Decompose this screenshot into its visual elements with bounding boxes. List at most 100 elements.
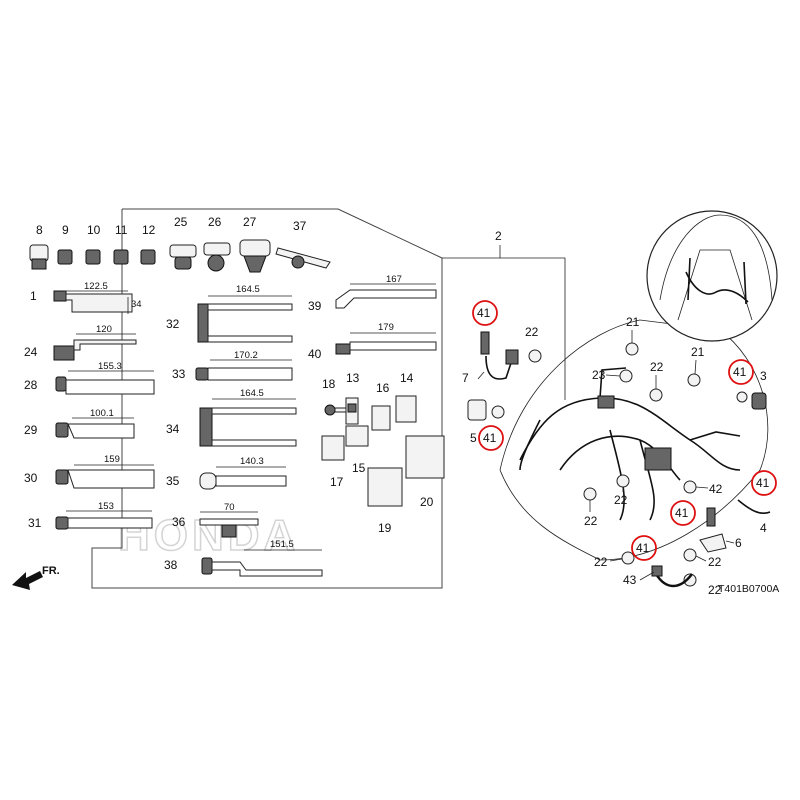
callout-1: 1 bbox=[30, 289, 37, 303]
callout-14: 14 bbox=[400, 371, 414, 385]
clip-9 bbox=[57, 249, 73, 265]
highlight-41-b: 41 bbox=[478, 425, 504, 451]
callout-41-b: 41 bbox=[483, 431, 497, 445]
callout-20: 20 bbox=[420, 495, 434, 509]
callout-30: 30 bbox=[24, 471, 38, 485]
callout-2: 2 bbox=[495, 229, 502, 243]
callout-41-a: 41 bbox=[477, 306, 491, 320]
callout-21-b: 21 bbox=[691, 345, 705, 359]
band-clip-28 bbox=[55, 370, 155, 395]
bolt-21-b bbox=[687, 373, 701, 387]
callout-22-b: 22 bbox=[650, 360, 664, 374]
main-harness bbox=[519, 367, 741, 521]
bolt-22-g bbox=[683, 573, 697, 587]
band-clip-35 bbox=[199, 466, 287, 490]
callout-11: 11 bbox=[115, 223, 128, 237]
callout-12: 12 bbox=[142, 223, 156, 237]
callout-27: 27 bbox=[243, 215, 257, 229]
dim-28: 155.3 bbox=[98, 361, 122, 372]
callout-25: 25 bbox=[174, 215, 188, 229]
bracket-6 bbox=[699, 533, 727, 553]
bolt-22-e bbox=[621, 551, 635, 565]
dim-34: 164.5 bbox=[240, 388, 264, 399]
callout-32: 32 bbox=[166, 317, 180, 331]
callout-15: 15 bbox=[352, 461, 366, 475]
dim-1-height: 34 bbox=[131, 299, 142, 310]
bolt-22-d bbox=[616, 474, 630, 488]
callout-24: 24 bbox=[24, 345, 38, 359]
bolt-42 bbox=[683, 480, 697, 494]
highlight-41-d: 41 bbox=[751, 470, 777, 496]
callout-22-e: 22 bbox=[594, 555, 608, 569]
band-clip-30 bbox=[55, 464, 155, 489]
callout-40: 40 bbox=[308, 347, 322, 361]
cable-7 bbox=[480, 331, 519, 380]
bolt-22-f bbox=[683, 548, 697, 562]
callout-8: 8 bbox=[36, 223, 43, 237]
dim-36: 70 bbox=[224, 502, 235, 513]
callout-41-d: 41 bbox=[756, 476, 770, 490]
clip-26 bbox=[203, 242, 231, 272]
band-clip-39 bbox=[335, 283, 437, 309]
clip-11 bbox=[113, 249, 129, 265]
callout-41-f: 41 bbox=[636, 541, 650, 555]
bolt-22-c bbox=[583, 487, 597, 501]
dim-30: 159 bbox=[104, 454, 120, 465]
band-clip-31 bbox=[55, 510, 153, 530]
highlight-41-a: 41 bbox=[472, 300, 498, 326]
band-clip-24 bbox=[53, 333, 137, 361]
bolt-3 bbox=[736, 391, 767, 410]
dim-40: 179 bbox=[378, 322, 394, 333]
callout-31: 31 bbox=[28, 516, 42, 530]
callout-29: 29 bbox=[24, 423, 38, 437]
highlight-41-c: 41 bbox=[728, 359, 754, 385]
callout-43: 43 bbox=[623, 573, 637, 587]
band-clip-33 bbox=[195, 359, 293, 381]
callout-7: 7 bbox=[462, 371, 469, 385]
vehicle-inset bbox=[646, 210, 778, 342]
diagram-code: T401B0700A bbox=[718, 583, 779, 595]
callout-41-c: 41 bbox=[733, 365, 747, 379]
callout-38: 38 bbox=[164, 558, 178, 572]
connector-19 bbox=[367, 467, 403, 507]
callout-39: 39 bbox=[308, 299, 322, 313]
connector-15 bbox=[345, 425, 369, 447]
callout-22-g: 22 bbox=[708, 583, 722, 597]
bolt-23 bbox=[619, 369, 633, 383]
cable-43 bbox=[651, 565, 693, 588]
callout-22-c: 22 bbox=[584, 514, 598, 528]
bolt-18 bbox=[324, 404, 348, 416]
callout-19: 19 bbox=[378, 521, 392, 535]
callout-9: 9 bbox=[62, 223, 69, 237]
bolt-21-a bbox=[625, 342, 639, 356]
dim-38: 151.5 bbox=[270, 539, 294, 550]
leader-lines bbox=[477, 330, 735, 581]
band-clip-32 bbox=[197, 295, 293, 343]
connector-13 bbox=[345, 397, 359, 425]
cable-5 bbox=[467, 399, 505, 421]
clip-10 bbox=[85, 249, 101, 265]
bolt-22-a bbox=[528, 349, 542, 363]
dim-24: 120 bbox=[96, 324, 112, 335]
highlight-41-f: 41 bbox=[631, 535, 657, 561]
bolt-22-b bbox=[649, 388, 663, 402]
clip-12 bbox=[140, 249, 156, 265]
callout-26: 26 bbox=[208, 215, 222, 229]
callout-35: 35 bbox=[166, 474, 180, 488]
dim-39: 167 bbox=[386, 274, 402, 285]
cable-4 bbox=[737, 499, 771, 515]
leader-2b bbox=[500, 257, 566, 400]
band-clip-40 bbox=[335, 332, 437, 355]
band-clip-29 bbox=[55, 417, 135, 439]
callout-21-a: 21 bbox=[626, 315, 640, 329]
front-direction-arrow-icon bbox=[12, 571, 43, 590]
bolt-41-e-body bbox=[706, 507, 716, 527]
band-clip-1 bbox=[53, 290, 133, 314]
clip-37 bbox=[275, 247, 331, 269]
callout-37: 37 bbox=[293, 219, 307, 233]
direction-label: FR. bbox=[42, 565, 60, 577]
callout-41-e: 41 bbox=[675, 506, 689, 520]
clip-8 bbox=[29, 244, 49, 270]
callout-13: 13 bbox=[346, 371, 360, 385]
